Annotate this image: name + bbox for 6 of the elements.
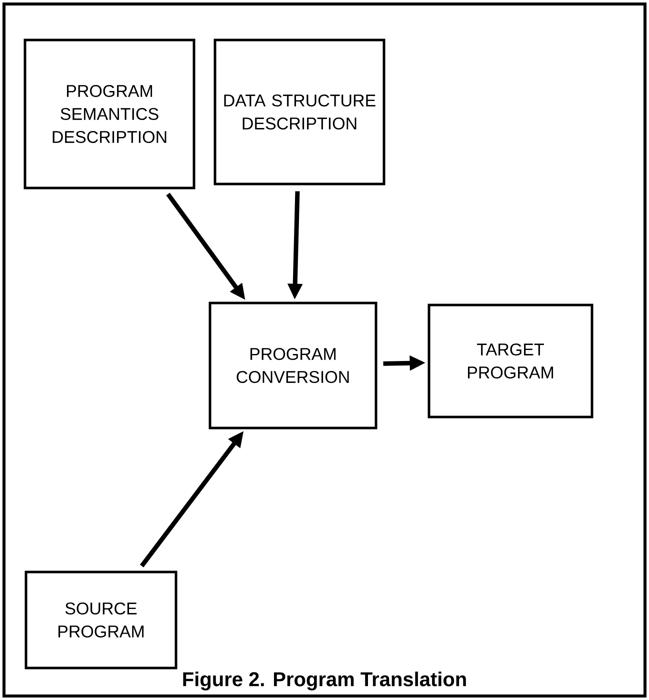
process-box: PROGRAM CONVERSION (208, 302, 378, 430)
process-box: PROGRAM SEMANTICS DESCRIPTION (24, 38, 196, 190)
process-box: SOURCE PROGRAM (24, 570, 178, 670)
caption: Figure 2. Program Translation (183, 672, 466, 690)
process-box: TARGET PROGRAM (428, 304, 594, 418)
process-box: DATA STRUCTURE DESCRIPTION (214, 38, 386, 186)
